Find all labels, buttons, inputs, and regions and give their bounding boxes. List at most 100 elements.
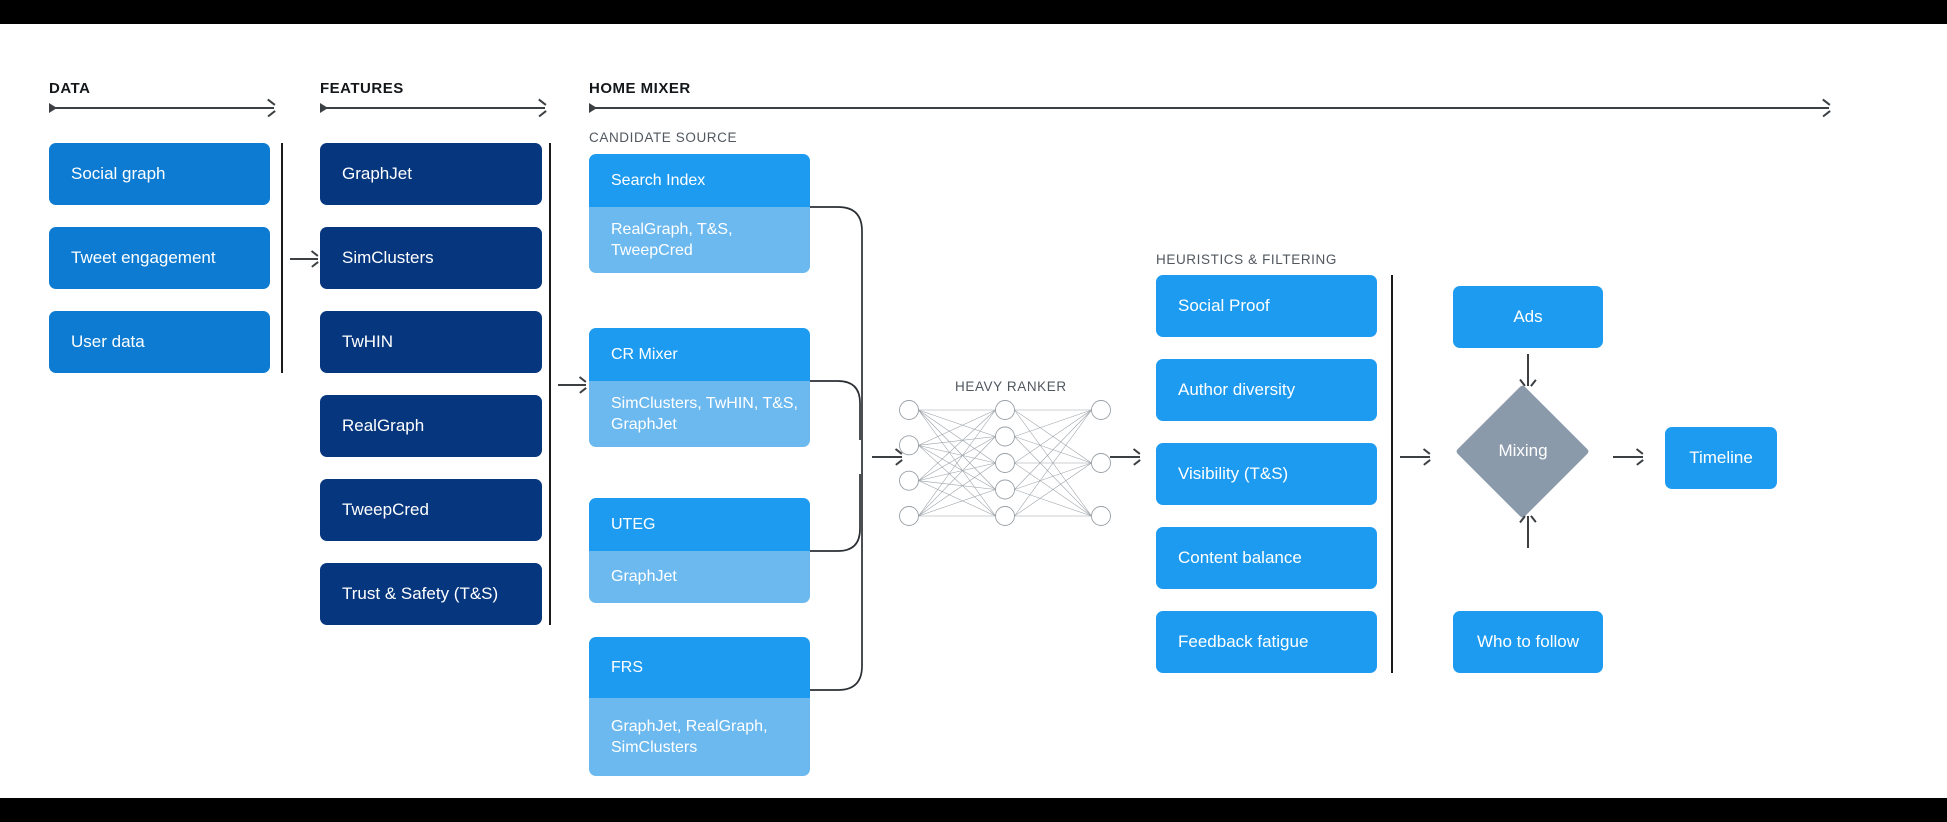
feature-card-realgraph[interactable]: RealGraph (320, 395, 542, 457)
card-label: SimClusters (342, 248, 434, 267)
axis-rule-home-mixer (589, 102, 1829, 114)
arrow-ads-to-mixing (1522, 354, 1534, 386)
heuristic-card-social-proof[interactable]: Social Proof (1156, 275, 1377, 337)
arrow-head-icon (308, 253, 318, 264)
arrow-data-to-features (290, 253, 318, 265)
sublabel-candidate-source: CANDIDATE SOURCE (589, 130, 738, 145)
candidate-source-frs[interactable]: FRS GraphJet, RealGraph, SimClusters (589, 637, 810, 776)
arrow-features-to-candidates (558, 379, 586, 391)
card-label: TweepCred (342, 500, 429, 519)
sublabel-heuristics-filtering: HEURISTICS & FILTERING (1156, 252, 1337, 267)
sublabel-heavy-ranker: HEAVY RANKER (955, 379, 1067, 394)
axis-rule-data (49, 102, 274, 114)
card-label: Social Proof (1178, 296, 1270, 315)
axis-rule-features (320, 102, 545, 114)
card-label: Who to follow (1476, 632, 1580, 651)
feature-card-tweepcred[interactable]: TweepCred (320, 479, 542, 541)
axis-start-triangle-icon (49, 103, 57, 113)
card-label: TwHIN (342, 332, 393, 351)
axis-start-triangle-icon (320, 103, 328, 113)
heuristic-card-visibility[interactable]: Visibility (T&S) (1156, 443, 1377, 505)
feature-card-simclusters[interactable]: SimClusters (320, 227, 542, 289)
candidate-source-title: UTEG (589, 498, 810, 551)
candidate-source-features: GraphJet, RealGraph, SimClusters (589, 698, 810, 776)
axis-line (589, 107, 1829, 109)
candidate-source-features: GraphJet (589, 551, 810, 603)
brace-curve-search-index (810, 206, 863, 440)
card-label: Content balance (1178, 548, 1302, 567)
data-card-user-data[interactable]: User data (49, 311, 270, 373)
arrow-line (1613, 456, 1643, 458)
candidate-source-title: Search Index (589, 154, 810, 207)
divider-heuristics-mixing (1391, 275, 1393, 673)
candidate-source-features: SimClusters, TwHIN, T&S, GraphJet (589, 381, 810, 447)
candidate-source-features: RealGraph, T&S, TweepCred (589, 207, 810, 273)
card-label: RealGraph (342, 416, 425, 435)
feature-card-twhin[interactable]: TwHIN (320, 311, 542, 373)
letterbox-bottom-bar (0, 798, 1947, 822)
divider-data-features (281, 143, 283, 373)
feature-card-trust-safety[interactable]: Trust & Safety (T&S) (320, 563, 542, 625)
arrow-line (1400, 456, 1430, 458)
divider-features-homemixer (549, 143, 551, 625)
axis-line (49, 107, 274, 109)
arrow-head-icon (1130, 451, 1140, 462)
arrow-line (290, 258, 318, 260)
arrow-candidates-to-ranker (872, 451, 902, 463)
arrow-line (872, 456, 902, 458)
card-label: Feedback fatigue (1178, 632, 1309, 651)
arrow-line (558, 384, 586, 386)
axis-arrowhead-icon (264, 102, 275, 113)
arrow-line (1527, 354, 1529, 386)
card-label: Tweet engagement (71, 248, 216, 267)
candidate-source-uteg[interactable]: UTEG GraphJet (589, 498, 810, 603)
data-card-tweet-engagement[interactable]: Tweet engagement (49, 227, 270, 289)
section-label-home-mixer: HOME MIXER (589, 80, 691, 97)
arrow-line (1527, 516, 1529, 548)
diagram-stage: DATA FEATURES HOME MIXER CANDIDATE SOURC… (0, 24, 1947, 798)
candidate-source-cr-mixer[interactable]: CR Mixer SimClusters, TwHIN, T&S, GraphJ… (589, 328, 810, 447)
arrow-head-icon (576, 379, 586, 390)
axis-start-triangle-icon (589, 103, 597, 113)
heuristic-card-feedback-fatigue[interactable]: Feedback fatigue (1156, 611, 1377, 673)
arrow-who-to-follow-to-mixing (1522, 516, 1534, 548)
data-card-social-graph[interactable]: Social graph (49, 143, 270, 205)
output-card-who-to-follow[interactable]: Who to follow (1453, 611, 1603, 673)
heuristic-card-content-balance[interactable]: Content balance (1156, 527, 1377, 589)
arrow-head-icon (1522, 376, 1533, 386)
card-label: Timeline (1689, 448, 1753, 467)
card-label: Social graph (71, 164, 166, 183)
card-label: Author diversity (1178, 380, 1296, 399)
output-card-timeline[interactable]: Timeline (1665, 427, 1777, 489)
arrow-heuristics-to-mixing (1400, 451, 1430, 463)
card-label: GraphJet (342, 164, 412, 183)
output-card-ads[interactable]: Ads (1453, 286, 1603, 348)
candidate-source-title: CR Mixer (589, 328, 810, 381)
arrow-head-icon (1522, 516, 1533, 526)
card-label: User data (71, 332, 145, 351)
candidate-source-search-index[interactable]: Search Index RealGraph, T&S, TweepCred (589, 154, 810, 273)
section-label-data: DATA (49, 80, 91, 97)
axis-arrowhead-icon (535, 102, 546, 113)
brace-curve-cr-mixer (810, 380, 861, 440)
mixing-label: Mixing (1498, 441, 1548, 460)
network-nodes (899, 400, 1111, 526)
section-label-features: FEATURES (320, 80, 404, 97)
card-label: Ads (1513, 307, 1543, 326)
brace-curve-uteg (810, 474, 861, 552)
arrow-ranker-to-heuristics (1110, 451, 1140, 463)
network-edges (918, 409, 1092, 517)
axis-arrowhead-icon (1819, 102, 1830, 113)
arrow-line (1110, 456, 1140, 458)
heuristic-card-author-diversity[interactable]: Author diversity (1156, 359, 1377, 421)
arrow-head-icon (1633, 451, 1643, 462)
card-label: Trust & Safety (T&S) (342, 584, 499, 603)
card-label: Visibility (T&S) (1178, 464, 1289, 483)
heavy-ranker-network (899, 400, 1111, 526)
arrow-mixing-to-timeline (1613, 451, 1643, 463)
candidate-source-title: FRS (589, 637, 810, 698)
feature-card-graphjet[interactable]: GraphJet (320, 143, 542, 205)
letterbox-top-bar (0, 0, 1947, 24)
brace-curve-frs (810, 474, 863, 691)
